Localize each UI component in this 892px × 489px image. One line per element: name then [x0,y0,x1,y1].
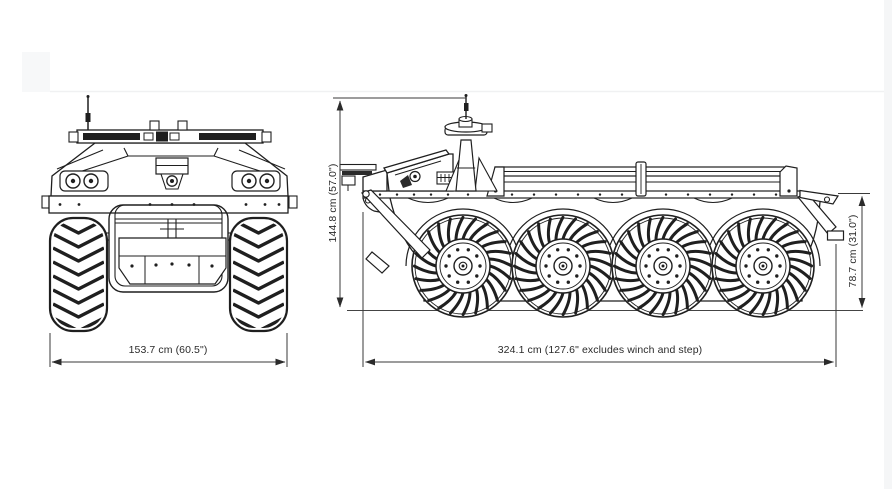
dimension-deck-height-label: 78.7 cm (31.0") [847,215,859,288]
front-camera-sensor [155,157,189,190]
front-suspension-arm [360,189,431,274]
side-wheel-1 [412,215,514,317]
lidar-mast [444,94,498,192]
front-antenna [85,95,91,131]
front-bumper-frame [99,204,238,293]
headlight-right [231,170,281,192]
side-wheel-3 [612,215,714,317]
dimension-overall-length-label: 324.1 cm (127.6" excludes winch and step… [498,344,703,356]
side-wheel-2 [512,215,614,317]
headlight-left [59,170,109,192]
dimension-overall-height: 144.8 cm (57.0") [327,97,466,308]
dimension-deck-height: 78.7 cm (31.0") [838,193,870,308]
dimension-overall-length: 324.1 cm (127.6" excludes winch and step… [362,212,837,367]
dimension-front-width-label: 153.7 cm (60.5") [129,344,208,356]
cargo-bed-rail [486,161,798,197]
roof-sensor-bar [68,120,272,144]
side-view-drawing [339,94,863,317]
front-view-drawing [41,95,298,331]
background-artifacts [22,0,892,489]
dimension-front-width: 153.7 cm (60.5") [49,333,288,367]
rear-bracket-step [797,189,845,241]
dimension-overall-height-label: 144.8 cm (57.0") [327,164,339,243]
front-tire-left [50,218,107,331]
side-wheel-4 [712,215,814,317]
deck-band [362,190,801,199]
front-tire-right [230,218,287,331]
